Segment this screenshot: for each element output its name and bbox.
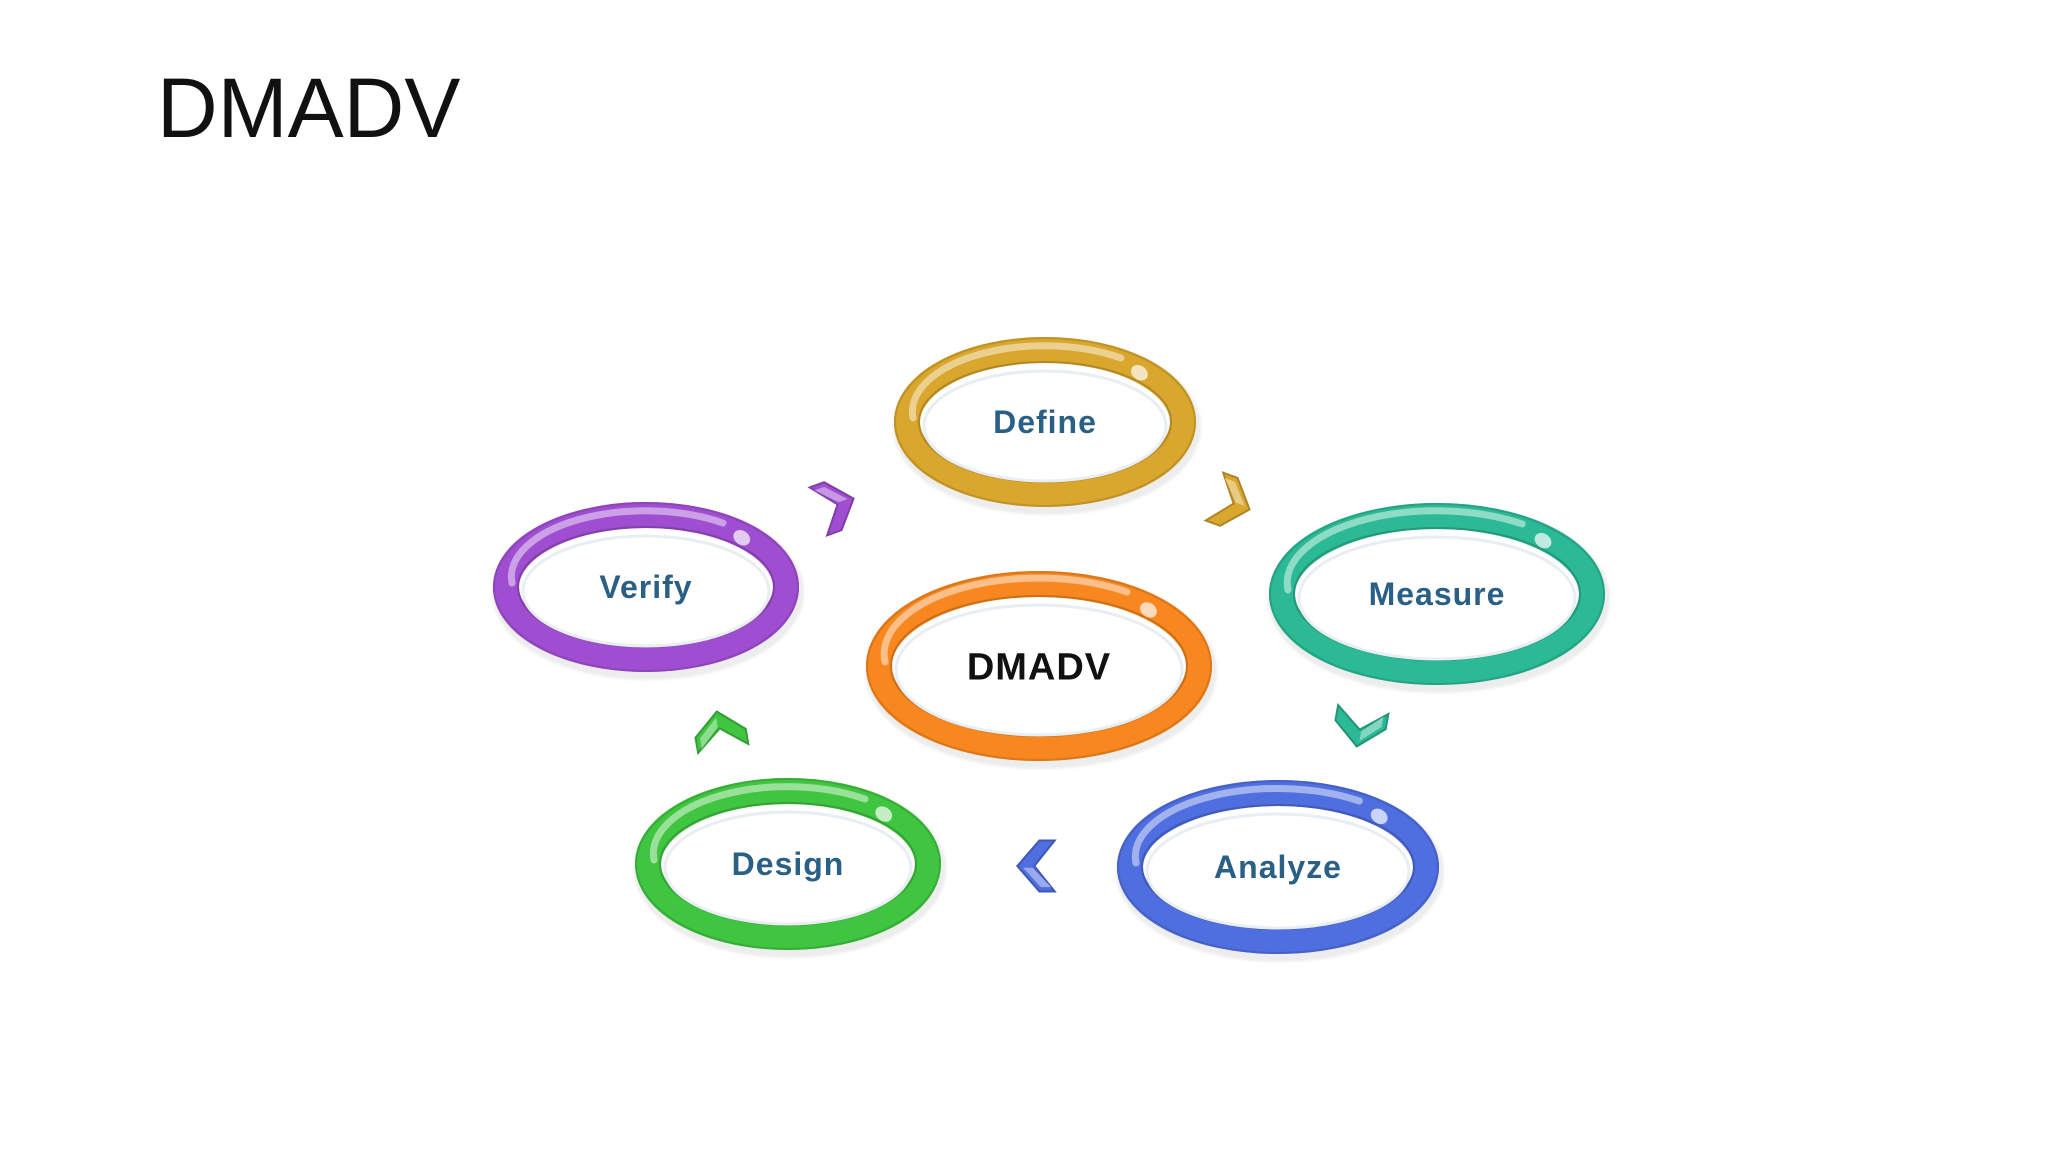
- node-verify: Verify: [492, 502, 804, 680]
- node-center: DMADV: [865, 571, 1217, 769]
- node-verify-label: Verify: [599, 569, 692, 605]
- chevron-down-icon: [1334, 702, 1390, 748]
- slide-title: DMADV: [157, 61, 461, 155]
- node-design: Design: [634, 778, 946, 958]
- chevron-right-icon: [1203, 470, 1251, 527]
- node-center-label: DMADV: [967, 646, 1111, 688]
- node-define-label: Define: [993, 404, 1097, 440]
- node-measure: Measure: [1268, 503, 1610, 693]
- arrow-analyze-to-design: [1015, 839, 1057, 893]
- chevron-up-right-icon: [807, 481, 855, 538]
- arrow-define-to-measure: [1203, 470, 1251, 527]
- arrow-design-to-verify: [694, 710, 750, 756]
- chevron-left-icon: [1015, 839, 1057, 893]
- node-define: Define: [893, 337, 1201, 515]
- arrows-layer: [694, 470, 1390, 893]
- arrow-measure-to-analyze: [1334, 702, 1390, 748]
- chevron-up-icon: [694, 710, 750, 756]
- arrow-verify-to-define: [807, 481, 855, 538]
- node-analyze: Analyze: [1116, 780, 1444, 962]
- node-design-label: Design: [732, 846, 845, 882]
- node-measure-label: Measure: [1369, 576, 1506, 612]
- node-analyze-label: Analyze: [1214, 849, 1342, 885]
